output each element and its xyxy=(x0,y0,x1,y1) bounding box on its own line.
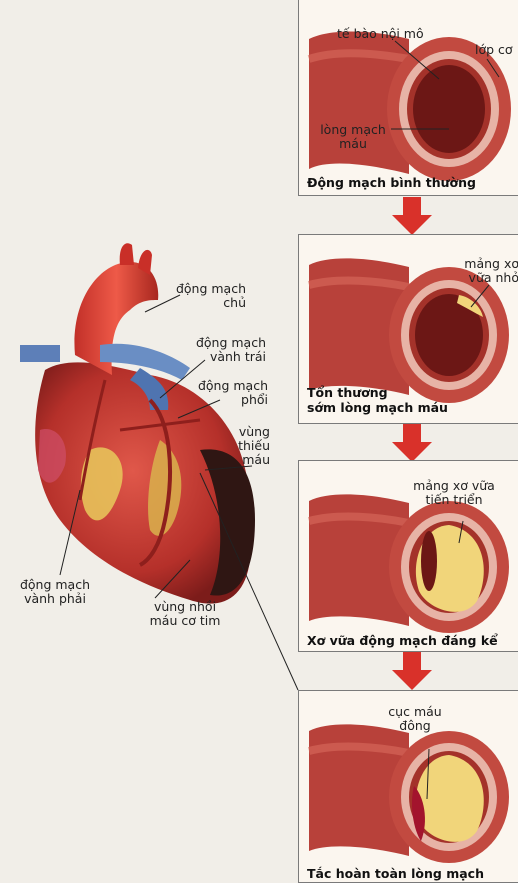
caption-normal-artery: Động mạch bình thường xyxy=(307,175,476,190)
caption-total-occlusion: Tắc hoàn toàn lòng mạch xyxy=(307,866,484,881)
label-muscle-layer: lớp cơ xyxy=(475,43,513,57)
label-endothelium: tế bào nội mô xyxy=(337,27,424,41)
arrow-down-icon xyxy=(392,197,432,237)
arrow-down-icon xyxy=(392,424,432,464)
arrow-down-icon xyxy=(392,652,432,692)
caption-significant-atherosclerosis: Xơ vữa động mạch đáng kể xyxy=(307,633,498,648)
